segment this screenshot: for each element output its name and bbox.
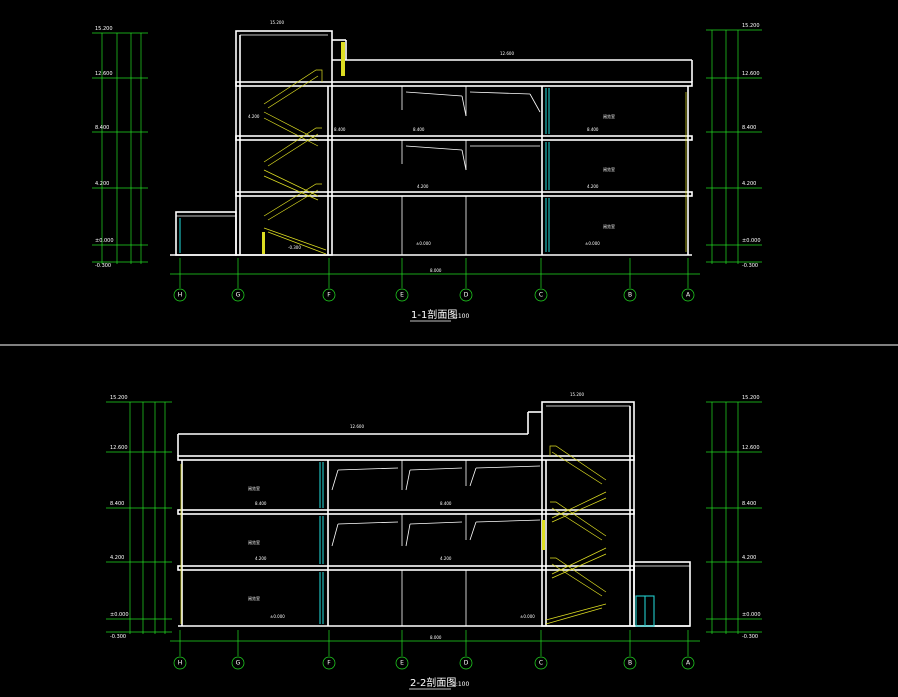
- level-label: ±0.000: [520, 614, 535, 619]
- axis-label: H: [178, 660, 183, 667]
- room-label: 阅览室: [248, 595, 260, 601]
- level-label: 4.200: [417, 184, 429, 189]
- section-2-2: 15.200 12.600 8.400 4.200 ±0.000 -0.300 …: [106, 392, 762, 690]
- stair-flights-2: [545, 445, 607, 625]
- level-label: 8.400: [440, 501, 452, 506]
- bottom-dimension-1: [170, 258, 700, 288]
- axis-label: B: [628, 660, 632, 667]
- building-section-2: [177, 401, 691, 627]
- building-section-1: [170, 30, 693, 256]
- right-dimension-chain: [706, 29, 762, 264]
- right-elevation: ±0.000: [742, 238, 761, 244]
- axis-bubbles-2: [173, 656, 695, 670]
- right-elevation: 12.600: [742, 445, 760, 451]
- axis-label: A: [686, 660, 691, 667]
- left-dimension-chain: [92, 32, 148, 264]
- level-label: ±0.000: [270, 614, 285, 619]
- left-elevation: ±0.000: [95, 238, 114, 244]
- axis-label: G: [236, 292, 241, 299]
- section-title: 1-1剖面图: [411, 308, 457, 321]
- right-elevation: 12.600: [742, 71, 760, 77]
- left-elevation: -0.300: [95, 263, 111, 269]
- right-elevation: 8.400: [742, 501, 756, 507]
- right-elevation: ±0.000: [742, 612, 761, 618]
- axis-label: F: [327, 660, 331, 667]
- level-label: ±0.000: [585, 241, 600, 246]
- left-elevation: -0.300: [110, 634, 126, 640]
- axis-label: D: [464, 292, 469, 299]
- left-elevation: 15.200: [95, 26, 113, 32]
- axis-label: H: [178, 292, 183, 299]
- right-elevation: 4.200: [742, 555, 756, 561]
- room-label: 阅览室: [248, 485, 260, 491]
- level-label: ±0.000: [416, 241, 431, 246]
- level-label: 8.400: [587, 127, 599, 132]
- left-elevation: 15.200: [110, 395, 128, 401]
- right-elevation: -0.300: [742, 634, 758, 640]
- right-elevation: 4.200: [742, 181, 756, 187]
- axis-label: C: [539, 292, 543, 299]
- axis-label: E: [400, 292, 404, 299]
- level-label: 8.400: [334, 127, 346, 132]
- left-elevation: 8.400: [95, 125, 109, 131]
- axis-bubbles-1: [173, 288, 695, 302]
- level-label: 4.200: [255, 556, 267, 561]
- axis-label: B: [628, 292, 632, 299]
- left-elevation: 12.600: [95, 71, 113, 77]
- overall-dimension: 8.000: [430, 635, 442, 640]
- section-1-1: 15.200 12.600 8.400 4.200 ±0.000 -0.300 …: [92, 20, 762, 322]
- room-label: 阅览室: [603, 223, 615, 229]
- level-label: 4.200: [248, 114, 260, 119]
- room-label: 阅览室: [603, 113, 615, 119]
- right-elevation: -0.300: [742, 263, 758, 269]
- left-elevation: 8.400: [110, 501, 124, 507]
- level-label: 15.200: [270, 20, 284, 25]
- axis-label: E: [400, 660, 404, 667]
- bottom-dimension-2: [170, 630, 700, 656]
- section-title: 2-2剖面图: [410, 676, 456, 689]
- axis-label: C: [539, 660, 543, 667]
- left-elevation: ±0.000: [110, 612, 129, 618]
- section-scale: 1:100: [452, 681, 469, 688]
- left-elevation: 4.200: [110, 555, 124, 561]
- stair-flights-1: [263, 69, 327, 255]
- room-label: 阅览室: [248, 539, 260, 545]
- level-label: -0.300: [288, 245, 301, 250]
- axis-label: D: [464, 660, 469, 667]
- axis-label: A: [686, 292, 691, 299]
- level-label: 8.400: [413, 127, 425, 132]
- level-label: 15.200: [570, 392, 584, 397]
- section-scale: 1:100: [452, 313, 469, 320]
- left-dimension-chain: [106, 401, 172, 634]
- overall-dimension: 8.000: [430, 268, 442, 273]
- left-elevation: 4.200: [95, 181, 109, 187]
- level-label: 4.200: [440, 556, 452, 561]
- left-elevation: 12.600: [110, 445, 128, 451]
- level-label: 4.200: [587, 184, 599, 189]
- right-dimension-chain: [706, 401, 762, 634]
- level-label: 8.400: [255, 501, 267, 506]
- axis-label: F: [327, 292, 331, 299]
- level-label: 12.600: [500, 51, 514, 56]
- right-elevation: 15.200: [742, 23, 760, 29]
- room-label: 阅览室: [603, 166, 615, 172]
- level-label: 12.600: [350, 424, 364, 429]
- axis-label: G: [236, 660, 241, 667]
- right-elevation: 8.400: [742, 125, 756, 131]
- right-elevation: 15.200: [742, 395, 760, 401]
